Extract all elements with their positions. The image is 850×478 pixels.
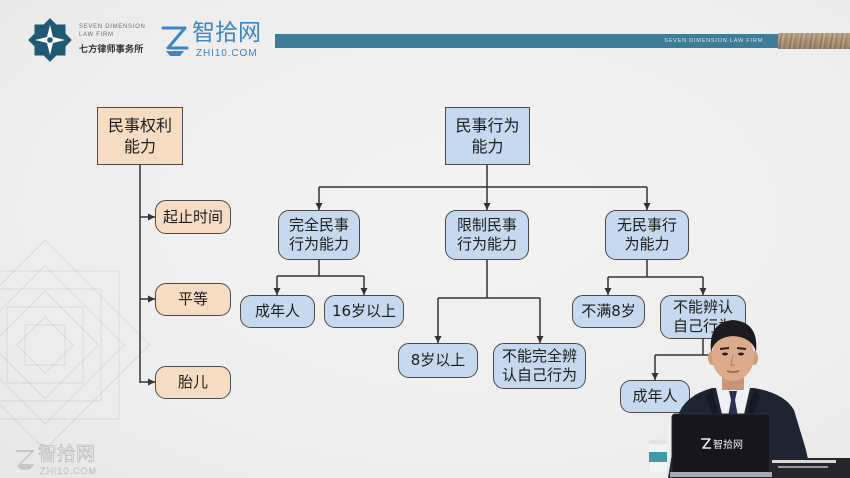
decor-outline (0, 270, 120, 420)
node-label-line: 行为能力 (456, 235, 517, 253)
decor-outline (24, 324, 66, 366)
node-label: 起止时间 (162, 207, 223, 226)
firm-name-cn: 七方律师事务所 (79, 45, 144, 55)
node-label: 平等 (177, 290, 208, 308)
firm-name-en-line1: SEVEN DIMENSION (79, 24, 146, 30)
node-unable-adult: 成年人 (620, 380, 690, 413)
watermark-domain: ZHI10.COM (40, 466, 98, 476)
zhi10-logo-icon (16, 450, 35, 470)
node-label-line: 民事权利 (107, 116, 172, 135)
node-no-capacity: 无民事行 为能力 (605, 210, 689, 260)
node-label-line: 民事行为 (455, 116, 520, 135)
platform-name: 智拾网 (192, 20, 261, 46)
decor-outline (6, 306, 84, 384)
zhi10-logo-icon (161, 26, 189, 56)
decor-outline (15, 315, 75, 375)
node-label-line: 不能完全辨 (501, 347, 577, 365)
presenter-hair (710, 320, 757, 352)
laptop: 智拾网 (670, 413, 772, 477)
node-label: 成年人 (254, 302, 300, 320)
zhi10-logo-icon (701, 438, 711, 449)
node-full-age16: 16岁以上 (324, 295, 404, 328)
node-label: 不满8岁 (581, 302, 636, 320)
banner-text: SEVEN DIMENSION LAW FIRM (664, 38, 763, 44)
node-start-end-time: 起止时间 (155, 200, 231, 234)
node-limited-partial-discernment: 不能完全辨 认自己行为 (493, 343, 586, 389)
presenter-brows (719, 347, 747, 350)
platform-domain: ZHI10.COM (196, 48, 258, 59)
node-label: 8岁以上 (410, 351, 466, 369)
node-full-adult: 成年人 (240, 295, 315, 328)
node-label-line: 行为能力 (288, 235, 349, 253)
laptop-logo-text: 智拾网 (713, 438, 743, 451)
node-label: 16岁以上 (331, 302, 397, 320)
node-label-line: 认自己行为 (501, 366, 577, 384)
node-limited-capacity: 限制民事 行为能力 (445, 210, 529, 260)
decor-outline (0, 264, 126, 426)
node-label-line: 为能力 (624, 235, 670, 253)
node-full-capacity: 完全民事 行为能力 (278, 210, 360, 260)
presenter-nose (730, 354, 735, 366)
desk-papers (768, 458, 850, 478)
decor-outline (0, 239, 151, 451)
header-banner: SEVEN DIMENSION LAW FIRM (275, 34, 778, 48)
node-limited-age8: 8岁以上 (398, 343, 478, 378)
node-label-line: 能力 (123, 137, 156, 156)
presenter-video-overlay: 智拾网 (648, 320, 850, 478)
seven-dimension-emblem-icon (28, 18, 72, 62)
node-none-under8: 不满8岁 (572, 295, 645, 328)
node-label: 胎儿 (177, 373, 208, 391)
wood-texture-strip (778, 33, 850, 49)
presenter-eye (722, 352, 728, 356)
node-civil-conduct-capacity: 民事行为 能力 (445, 107, 530, 165)
decor-outline (0, 288, 102, 402)
node-label-line: 限制民事 (456, 216, 517, 234)
node-civil-rights-capacity: 民事权利 能力 (97, 107, 183, 165)
coffee-cup (648, 439, 668, 472)
presenter-mouth (726, 370, 740, 373)
node-label-line: 完全民事 (288, 216, 349, 234)
node-label: 成年人 (632, 387, 678, 405)
node-label-line: 不能辨认 (672, 298, 733, 316)
node-label-line: 能力 (471, 137, 504, 156)
firm-name-en-line2: LAW FIRM (79, 32, 114, 38)
presenter-eye (738, 352, 744, 356)
watermark-name: 智拾网 (38, 443, 96, 465)
node-equality: 平等 (155, 283, 231, 316)
node-label-line: 无民事行 (616, 216, 677, 234)
decor-outline (0, 290, 100, 400)
node-fetus: 胎儿 (155, 366, 231, 399)
